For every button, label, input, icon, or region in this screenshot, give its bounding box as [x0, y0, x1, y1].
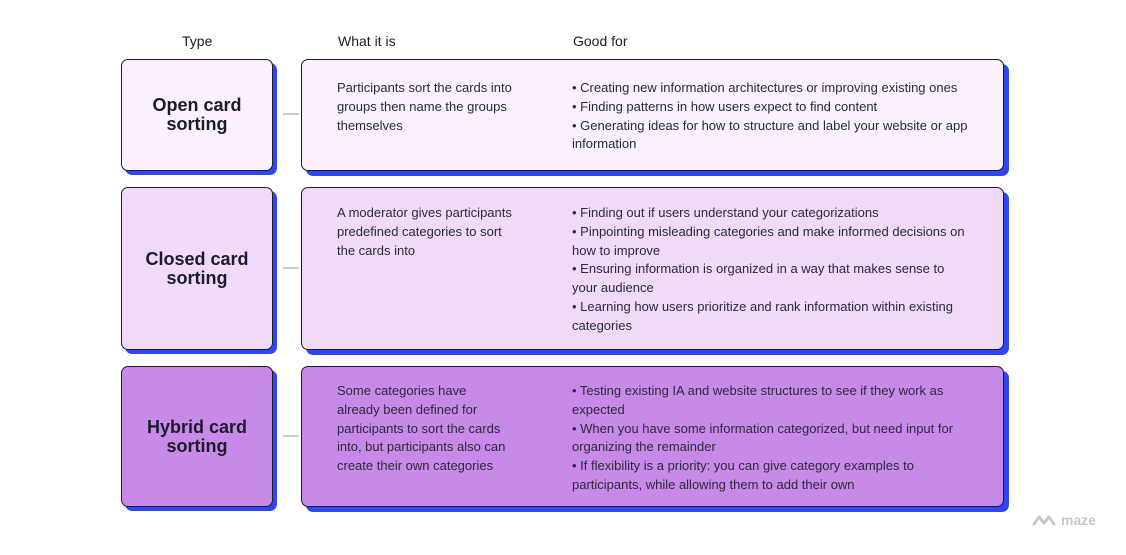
good-for-item: • Creating new information architectures…	[572, 80, 958, 95]
header-type: Type	[182, 33, 213, 49]
connector-line	[283, 435, 299, 437]
type-box-hybrid: Hybrid card sorting	[121, 366, 273, 507]
connector-line	[283, 267, 299, 269]
good-for-item: • Generating ideas for how to structure …	[572, 117, 968, 152]
type-label: Closed card sorting	[145, 248, 249, 288]
type-label: Open card sorting	[152, 95, 242, 134]
type-box-closed: Closed card sorting	[121, 187, 273, 350]
good-for-item: • Finding patterns in how users expect t…	[572, 98, 878, 114]
what-it-is-text: Some categories have already been define…	[337, 383, 506, 474]
good-for-item: • Testing existing IA and website struct…	[572, 383, 944, 417]
description-card-closed: A moderator gives participants predefine…	[301, 187, 1004, 350]
header-what-it-is: What it is	[338, 33, 396, 49]
type-label: Hybrid card sorting	[146, 416, 248, 456]
maze-logo-icon	[1032, 515, 1056, 526]
type-box-open: Open card sorting	[121, 59, 273, 171]
description-card-open: Participants sort the cards into groups …	[301, 59, 1004, 171]
logo-text: maze	[1061, 512, 1097, 528]
good-for-list: • Creating new information architectures…	[572, 79, 972, 154]
good-for-item: • Learning how users prioritize and rank…	[572, 298, 954, 333]
good-for-list: • Testing existing IA and website struct…	[572, 382, 972, 495]
good-for-item: • Pinpointing misleading categories and …	[572, 223, 965, 258]
header-good-for: Good for	[573, 33, 628, 49]
good-for-item: • When you have some information categor…	[572, 420, 954, 455]
description-card-hybrid: Some categories have already been define…	[301, 366, 1004, 507]
connector-line	[283, 113, 299, 115]
good-for-item: • Ensuring information is organized in a…	[572, 261, 945, 296]
good-for-item: • Finding out if users understand your c…	[572, 205, 879, 220]
what-it-is-text: Participants sort the cards into groups …	[337, 80, 512, 133]
good-for-item: • If flexibility is a priority: you can …	[572, 458, 914, 492]
what-it-is-text: A moderator gives participants predefine…	[337, 205, 512, 258]
maze-logo: maze	[1032, 512, 1096, 528]
good-for-list: • Finding out if users understand your c…	[572, 204, 972, 336]
